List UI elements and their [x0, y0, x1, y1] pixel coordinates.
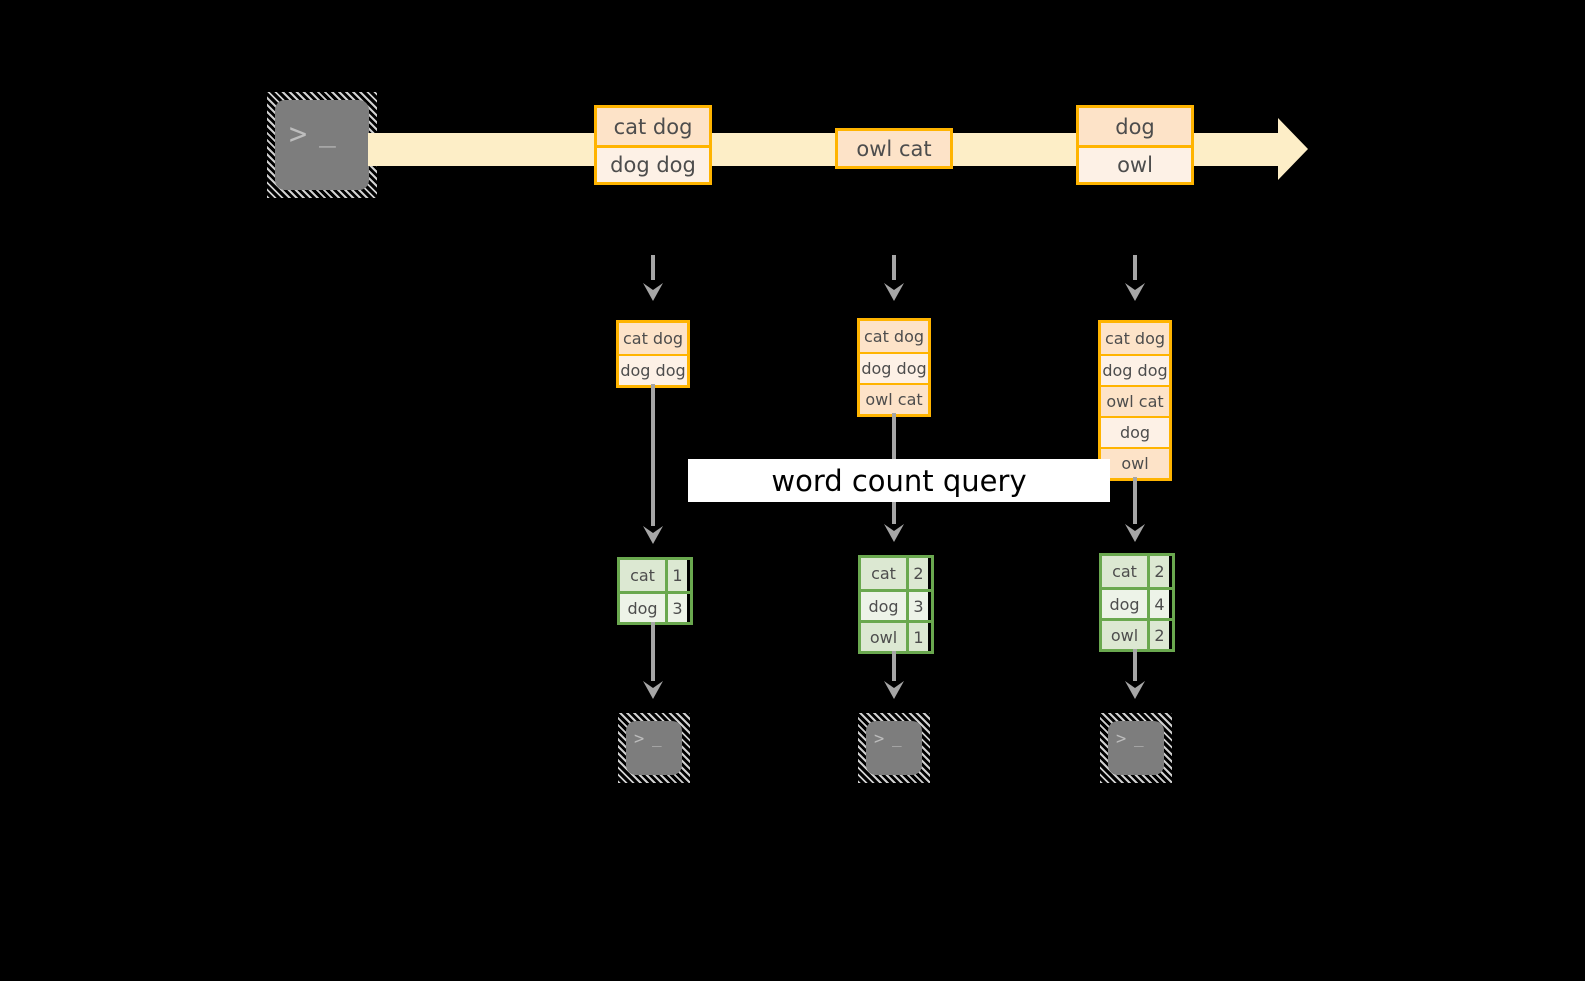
stream-arrow-head: [1278, 118, 1308, 180]
source-terminal-icon: > _: [267, 92, 377, 198]
result-word: cat: [1102, 556, 1147, 587]
result-word: dog: [861, 592, 906, 620]
column-1-sink-line: [651, 622, 655, 684]
column-2-query-arrowhead: [884, 524, 904, 542]
stream-message-row: dog dog: [597, 145, 709, 182]
state-row: cat dog: [619, 323, 687, 354]
terminal-prompt-glyph: >: [634, 729, 645, 749]
result-count: 3: [665, 594, 687, 622]
table-row: dog 3: [861, 589, 931, 620]
result-count: 4: [1147, 590, 1169, 618]
column-2-sink-terminal-icon: > _: [858, 713, 930, 783]
state-row: cat dog: [860, 321, 928, 352]
result-word: dog: [620, 594, 665, 622]
column-3-sink-line: [1133, 649, 1137, 684]
column-2-feed-line: [892, 255, 896, 280]
column-1-state-box: cat dog dog dog: [616, 320, 690, 388]
stream-message-row: owl cat: [838, 131, 950, 166]
column-3-result-table: cat 2 dog 4 owl 2: [1099, 553, 1175, 652]
table-row: owl 2: [1102, 618, 1172, 649]
stream-message-2: owl cat: [835, 128, 953, 169]
table-row: cat 2: [1102, 556, 1172, 587]
column-2-sink-line: [892, 651, 896, 684]
table-row: owl 1: [861, 620, 931, 651]
column-1-query-arrowhead: [643, 526, 663, 544]
column-3-sink-arrowhead: [1125, 681, 1145, 699]
column-3-feed-line: [1133, 255, 1137, 280]
column-1-sink-arrowhead: [643, 681, 663, 699]
result-count: 1: [906, 623, 928, 651]
state-row: owl: [1101, 447, 1169, 478]
result-count: 3: [906, 592, 928, 620]
table-row: cat 1: [620, 560, 690, 591]
result-count: 1: [665, 560, 687, 591]
terminal-screen: > _: [866, 721, 922, 775]
result-count: 2: [1147, 556, 1169, 587]
terminal-prompt-glyph: >: [874, 729, 885, 749]
column-1-feed-arrowhead: [643, 283, 663, 301]
column-2-sink-arrowhead: [884, 681, 904, 699]
state-row: owl cat: [1101, 385, 1169, 416]
result-count: 2: [906, 558, 928, 589]
state-row: dog dog: [1101, 354, 1169, 385]
stream-message-1: cat dog dog dog: [594, 105, 712, 185]
table-row: dog 4: [1102, 587, 1172, 618]
state-row: owl cat: [860, 383, 928, 414]
terminal-screen: > _: [275, 100, 369, 190]
result-word: owl: [861, 623, 906, 651]
column-3-query-arrowhead: [1125, 524, 1145, 542]
state-row: cat dog: [1101, 323, 1169, 354]
result-word: dog: [1102, 590, 1147, 618]
stream-message-row: dog: [1079, 108, 1191, 145]
stream-message-row: owl: [1079, 145, 1191, 182]
query-banner: word count query: [688, 459, 1110, 502]
column-2-result-table: cat 2 dog 3 owl 1: [858, 555, 934, 654]
column-1-query-line: [651, 384, 655, 529]
result-word: cat: [861, 558, 906, 589]
terminal-prompt-glyph: >: [289, 117, 308, 152]
terminal-screen: > _: [1108, 721, 1164, 775]
state-row: dog dog: [860, 352, 928, 383]
column-1-result-table: cat 1 dog 3: [617, 557, 693, 625]
terminal-cursor-glyph: _: [319, 115, 336, 148]
column-3-sink-terminal-icon: > _: [1100, 713, 1172, 783]
stream-message-row: cat dog: [597, 108, 709, 145]
table-row: dog 3: [620, 591, 690, 622]
terminal-cursor-glyph: _: [652, 728, 662, 747]
result-word: cat: [620, 560, 665, 591]
column-3-state-box: cat dog dog dog owl cat dog owl: [1098, 320, 1172, 481]
column-2-state-box: cat dog dog dog owl cat: [857, 318, 931, 417]
column-3-query-line: [1133, 477, 1137, 528]
terminal-cursor-glyph: _: [1134, 728, 1144, 747]
result-count: 2: [1147, 621, 1169, 649]
column-2-feed-arrowhead: [884, 283, 904, 301]
result-word: owl: [1102, 621, 1147, 649]
column-3-feed-arrowhead: [1125, 283, 1145, 301]
terminal-prompt-glyph: >: [1116, 729, 1127, 749]
state-row: dog dog: [619, 354, 687, 385]
stream-message-3: dog owl: [1076, 105, 1194, 185]
terminal-cursor-glyph: _: [892, 728, 902, 747]
column-1-feed-line: [651, 255, 655, 280]
table-row: cat 2: [861, 558, 931, 589]
terminal-screen: > _: [626, 721, 682, 775]
state-row: dog: [1101, 416, 1169, 447]
column-1-sink-terminal-icon: > _: [618, 713, 690, 783]
